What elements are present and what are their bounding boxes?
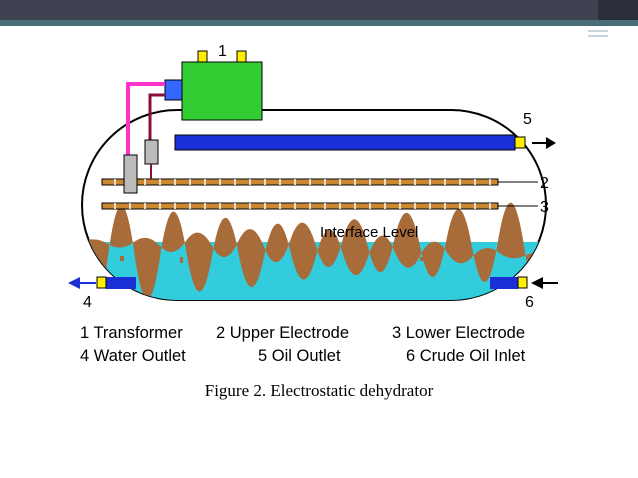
- water-outlet-connector: [96, 276, 107, 289]
- legend-item-oil-outlet: 5 Oil Outlet: [258, 347, 341, 365]
- slide-top-bar-accent: [598, 0, 638, 20]
- crude-inlet-connector: [517, 276, 528, 289]
- legend-item-water-outlet: 4 Water Outlet: [80, 347, 186, 365]
- bushing-left: [123, 154, 138, 194]
- legend-item-transformer: 1 Transformer: [80, 324, 183, 342]
- lower-electrode: [101, 202, 499, 210]
- crude-inlet-arrow-icon: [531, 277, 558, 289]
- label-4: 4: [83, 294, 92, 311]
- transformer-connector: [164, 79, 183, 101]
- transformer-box: [181, 61, 263, 121]
- dark-red-wire: [148, 93, 165, 148]
- label-2: 2: [540, 175, 549, 192]
- emulsion-interface: [82, 202, 546, 300]
- oil-outlet-pipe: [174, 134, 516, 151]
- water-outlet-arrow-icon: [68, 277, 96, 289]
- water-outlet-pipe: [106, 277, 136, 289]
- label-1: 1: [218, 43, 227, 60]
- crude-inlet-pipe: [490, 277, 518, 289]
- label-3: 3: [540, 199, 549, 216]
- legend-item-upper-electrode: 2 Upper Electrode: [216, 324, 349, 342]
- figure-caption: Figure 2. Electrostatic dehydrator: [204, 381, 434, 400]
- interface-droplets: [120, 255, 483, 263]
- legend-item-lower-electrode: 3 Lower Electrode: [392, 324, 525, 342]
- legend: 1 Transformer 2 Upper Electrode 3 Lower …: [80, 324, 526, 365]
- magenta-wire: [126, 82, 165, 160]
- bushing-right: [144, 139, 159, 165]
- label-6: 6: [525, 294, 534, 311]
- transformer-terminal-right: [236, 50, 247, 63]
- slide-top-bar: [0, 0, 638, 20]
- slide-top-stripe: [0, 20, 638, 26]
- oil-outlet-arrow-icon: [532, 137, 556, 149]
- transformer-terminal-left: [197, 50, 208, 63]
- label-5: 5: [523, 111, 532, 128]
- legend-item-crude-oil-inlet: 6 Crude Oil Inlet: [406, 347, 526, 365]
- slide-corner-decoration: [588, 30, 608, 40]
- interface-level-label: Interface Level: [320, 224, 418, 241]
- upper-electrode: [101, 178, 499, 186]
- oil-outlet-connector: [514, 136, 526, 149]
